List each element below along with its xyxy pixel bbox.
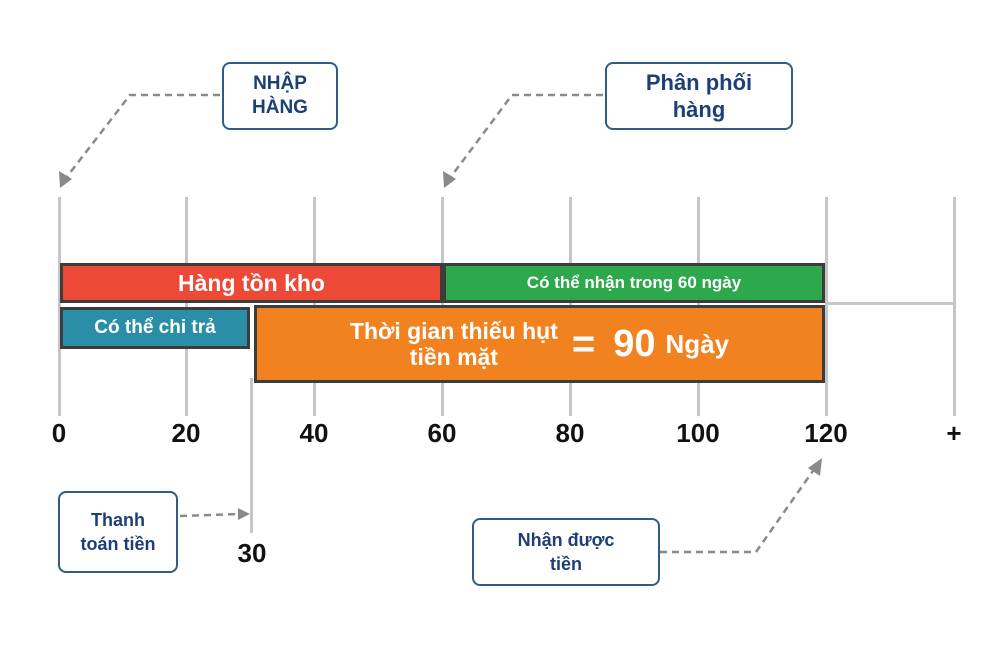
tick-label: 80 bbox=[555, 418, 585, 448]
cash-gap-text: Thời gian thiếu hụt tiền mặt bbox=[349, 318, 558, 370]
timeline-extension bbox=[826, 302, 956, 305]
grid-line-20 bbox=[185, 197, 188, 416]
tick-label: 60 bbox=[427, 418, 457, 448]
tick-label: 120 bbox=[804, 418, 848, 448]
payable-bar: Có thể chi trả bbox=[60, 307, 250, 349]
thanh-toan-label: Thanh toán tiền bbox=[80, 510, 156, 554]
thanh-toan-arrow bbox=[179, 508, 250, 520]
nhan-duoc-callout: Nhận được tiền bbox=[472, 518, 660, 586]
inventory-bar: Hàng tồn kho bbox=[60, 263, 443, 303]
cash-gap-equals: = bbox=[571, 321, 596, 366]
cash-gap-bar: Thời gian thiếu hụt tiền mặt = 90 Ngày bbox=[254, 305, 825, 383]
receivable-bar: Có thể nhận trong 60 ngày bbox=[443, 263, 825, 303]
nhan-duoc-arrow bbox=[660, 458, 822, 554]
phan-phoi-arrow bbox=[443, 93, 603, 188]
nhap-hang-label: NHẬP HÀNG bbox=[252, 73, 308, 118]
cash-gap-value: 90 bbox=[613, 322, 656, 365]
cash-gap-unit: Ngày bbox=[665, 328, 730, 359]
receivable-label: Có thể nhận trong 60 ngày bbox=[526, 273, 742, 292]
phan-phoi-label: Phân phối hàng bbox=[645, 70, 753, 122]
nhan-duoc-label: Nhận được tiền bbox=[517, 530, 615, 574]
grid-line-plus bbox=[953, 197, 956, 416]
grid-line-120 bbox=[825, 197, 828, 416]
thanh-toan-callout: Thanh toán tiền bbox=[58, 491, 178, 573]
payment-marker-line bbox=[250, 378, 253, 533]
grid-line-0 bbox=[58, 197, 61, 416]
tick-label: 100 bbox=[676, 418, 720, 448]
inventory-label: Hàng tồn kho bbox=[178, 269, 325, 296]
tick-label: 40 bbox=[299, 418, 329, 448]
tick-label: 0 bbox=[51, 418, 67, 448]
payment-marker-label: 30 bbox=[237, 538, 267, 568]
nhap-hang-callout: NHẬP HÀNG bbox=[222, 62, 338, 130]
tick-label: + bbox=[946, 418, 962, 448]
phan-phoi-callout: Phân phối hàng bbox=[605, 62, 793, 130]
payable-label: Có thể chi trả bbox=[94, 317, 216, 338]
nhap-hang-arrow bbox=[59, 93, 220, 188]
tick-label: 20 bbox=[171, 418, 201, 448]
